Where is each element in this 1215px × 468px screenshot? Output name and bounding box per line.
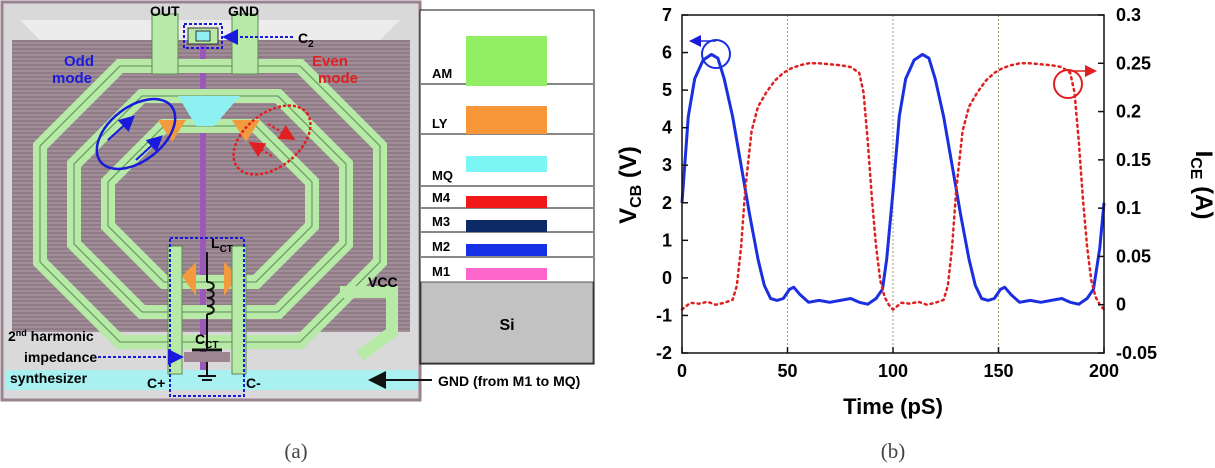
x-tick-label: 150: [983, 361, 1013, 381]
even-label-1: Even: [312, 53, 348, 70]
y-left-tick-label: -1: [656, 305, 672, 325]
y-left-tick-label: 4: [662, 118, 672, 138]
y-left-tick-label: 0: [662, 268, 672, 288]
layer-swatch: [466, 268, 547, 280]
even-mode-ellipse: [232, 104, 312, 176]
ice-marker-circle: [1053, 69, 1083, 99]
y-left-axis-title: VCB (V): [615, 146, 645, 224]
layer-label: M2: [432, 239, 450, 254]
synth-label-3: synthesizer: [10, 370, 88, 386]
chart-ticks: 0 50 100 150 200 -2 -1 0 1 2 3 4 5 6 7 -0.05 0 0.05 0.1 0.1…: [656, 5, 1157, 381]
y-right-tick-label: -0.05: [1116, 343, 1157, 363]
odd-arrow-1: [107, 115, 135, 141]
center-strip: [200, 40, 206, 370]
layer-label: M1: [432, 264, 450, 279]
lct-label: LCT: [211, 235, 233, 255]
chart-series: [680, 52, 1106, 311]
crossover-right: [232, 120, 260, 142]
vcc-trace: [340, 286, 398, 361]
layer-swatch: [466, 156, 547, 172]
chart-panel: 0 50 100 150 200 -2 -1 0 1 2 3 4 5 6 7 -0.05 0 0.05 0.1 0.1…: [615, 5, 1215, 419]
vcb-marker-circle: [701, 39, 731, 69]
y-right-tick-label: 0.25: [1116, 53, 1151, 73]
lct-coil: [206, 281, 215, 315]
gnd-note: GND (from M1 to MQ): [438, 373, 580, 389]
y-right-tick-label: 0.1: [1116, 198, 1141, 218]
layer-swatch: [466, 196, 547, 208]
layout-panel: OUT GND C2 VCC LCT CCT C+ C- Odd mode Ev…: [0, 0, 422, 402]
crossover-lower-left: [182, 262, 196, 296]
tank-trace-right: [231, 245, 247, 375]
tank-box: [169, 237, 245, 397]
crossover-center: [178, 96, 240, 126]
layer-swatch: [466, 220, 547, 232]
out-label: OUT: [150, 3, 180, 19]
y-right-tick-label: 0.2: [1116, 102, 1141, 122]
y-left-tick-label: 3: [662, 155, 672, 175]
layer-swatch: [466, 36, 547, 86]
y-left-tick-label: 1: [662, 230, 672, 250]
layer-label: M3: [432, 214, 450, 229]
gnd-pin-trace: [231, 13, 259, 75]
y-right-tick-label: 0.05: [1116, 246, 1151, 266]
x-tick-label: 0: [677, 361, 687, 381]
layer-swatch: [466, 106, 547, 134]
y-left-tick-label: 5: [662, 80, 672, 100]
y-right-tick-label: 0.3: [1116, 5, 1141, 25]
y-right-axis-title: ICE (A): [1187, 151, 1215, 220]
cct-label: CCT: [195, 331, 218, 351]
layer-label: AM: [432, 66, 452, 81]
x-tick-label: 50: [777, 361, 797, 381]
tank-trace-left: [167, 245, 183, 375]
caption-b: (b): [881, 439, 906, 463]
layer-label: LY: [432, 116, 448, 131]
c2-label: C2: [298, 30, 314, 50]
even-label-2: mode: [318, 70, 358, 87]
y-left-tick-label: 6: [662, 43, 672, 63]
y-left-tick-label: 2: [662, 193, 672, 213]
si-substrate: [420, 281, 594, 364]
odd-label-1: Odd: [64, 53, 94, 70]
y-right-tick-label: 0: [1116, 295, 1126, 315]
odd-arrow-2: [135, 135, 163, 161]
y-left-tick-label: -2: [656, 343, 672, 363]
x-tick-label: 200: [1089, 361, 1119, 381]
c2-plate: [195, 30, 211, 42]
y-right-tick-label: 0.15: [1116, 150, 1151, 170]
caption-a: (a): [284, 439, 307, 463]
layer-swatch: [466, 244, 547, 256]
even-arrow-2: [248, 141, 273, 158]
odd-label-2: mode: [52, 70, 92, 87]
layer-label: MQ: [432, 168, 453, 183]
y-left-tick-label: 7: [662, 5, 672, 25]
gnd-label: GND: [228, 3, 259, 19]
out-pin-trace: [151, 13, 179, 75]
ice-series-line: [680, 62, 1106, 311]
vcb-series-line: [680, 52, 1106, 306]
si-label: Si: [499, 317, 514, 334]
c-minus-label: C-: [246, 375, 261, 391]
synth-cap-block: [184, 352, 230, 362]
synth-label-2: impedance: [24, 349, 97, 365]
crossover-lower-right: [224, 262, 238, 296]
layer-label: M4: [432, 190, 451, 205]
c-plus-label: C+: [147, 375, 165, 391]
x-tick-label: 100: [878, 361, 908, 381]
odd-mode-ellipse: [95, 97, 177, 171]
x-axis-title: Time (pS): [843, 394, 943, 419]
vcc-label: VCC: [368, 274, 398, 290]
synth-label-1: 2nd harmonic: [8, 328, 94, 344]
